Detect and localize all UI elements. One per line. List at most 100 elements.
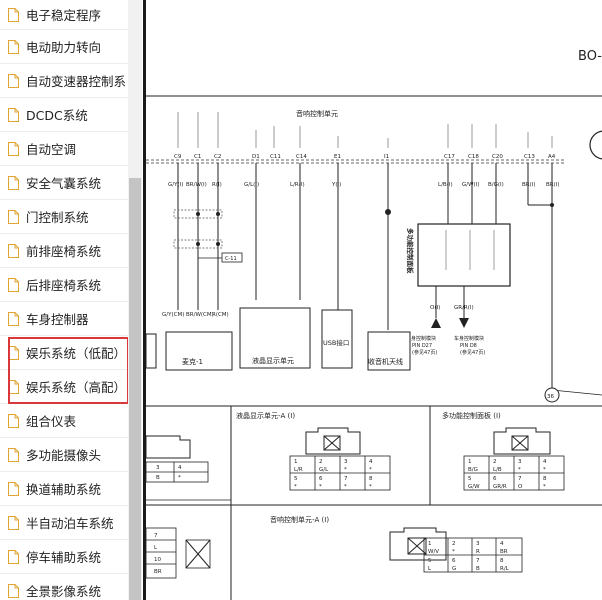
document-icon	[8, 413, 19, 428]
audio-pin: 6	[452, 558, 456, 564]
sidebar-item-bcm[interactable]: 车身控制器	[0, 302, 128, 336]
pin-ref: (参见47页)	[460, 349, 485, 356]
document-icon	[8, 277, 19, 292]
arrow-down-icon	[459, 318, 469, 328]
sidebar-item-label: 组合仪表	[26, 414, 77, 429]
pin-label: C2	[214, 154, 221, 160]
sidebar-item-label: 多功能摄像头	[26, 448, 102, 463]
sidebar-item-semi-auto-parking[interactable]: 半自动泊车系统	[0, 506, 128, 540]
wire-color: L/B(I)	[438, 182, 453, 188]
left-lower-pin: 10	[154, 557, 161, 563]
wire-color: L/R(I)	[290, 182, 305, 188]
sidebar-item-surround-view[interactable]: 全景影像系统	[0, 574, 128, 600]
wire-color: BR/W(I)	[186, 182, 207, 188]
left-lower-pin: L	[154, 545, 158, 551]
lcd-pin: *	[369, 467, 372, 473]
lcd-pin: *	[344, 484, 347, 490]
sidebar-item-eps[interactable]: 电动助力转向	[0, 30, 128, 64]
page-corner-circle	[589, 130, 602, 160]
sidebar-item-label: 停车辅助系统	[26, 550, 102, 565]
audio-pin: BR	[500, 549, 508, 555]
pin-ref: (参见47页)	[412, 349, 437, 356]
left-pin: 3	[156, 465, 160, 471]
document-icon	[8, 175, 19, 190]
sidebar-item-cluster[interactable]: 组合仪表	[0, 404, 128, 438]
document-icon	[8, 107, 19, 122]
pin-label: C14	[296, 154, 307, 160]
lcd-pin: 4	[369, 459, 373, 465]
pin-ref: 车身控制模块	[454, 335, 484, 342]
sidebar-item-climate[interactable]: 自动空调	[0, 132, 128, 166]
sidebar-item-esp[interactable]: 电子稳定程序	[0, 0, 128, 30]
pin-label: C1	[194, 154, 201, 160]
pin-label: C13	[524, 154, 535, 160]
document-icon	[8, 515, 19, 530]
document-icon	[8, 243, 19, 258]
pin-label: A4	[548, 154, 556, 160]
audio-pin: W/V	[428, 549, 439, 555]
mfp-pin: 7	[518, 476, 522, 482]
document-icon	[8, 583, 19, 598]
audio-pin: 2	[452, 541, 456, 547]
pin-label: C17	[444, 154, 455, 160]
wire-color: R(I)	[212, 182, 222, 188]
document-icon	[8, 7, 19, 22]
lcd-pin: 2	[319, 459, 323, 465]
sidebar-item-airbag[interactable]: 安全气囊系统	[0, 166, 128, 200]
lcd-pin: *	[369, 484, 372, 490]
sidebar-item-label: 门控制系统	[26, 210, 89, 225]
panel-divider[interactable]	[143, 0, 146, 600]
conn-title-audio: 音响控制单元-A (I)	[270, 515, 329, 524]
audio-pin: 3	[476, 541, 480, 547]
pin-label: C20	[492, 154, 503, 160]
sidebar-item-door[interactable]: 门控制系统	[0, 200, 128, 234]
sidebar-item-lane-change[interactable]: 换道辅助系统	[0, 472, 128, 506]
document-icon	[8, 549, 19, 564]
wiring-diagram: BO- 音响控制单元 C9 C1 C2 D1 C11 C14 E1 I1 C17…	[146, 0, 602, 600]
sidebar-item-label: 安全气囊系统	[26, 176, 102, 191]
sidebar-item-dcdc[interactable]: DCDC系统	[0, 98, 128, 132]
sidebar-item-parking-assist[interactable]: 停车辅助系统	[0, 540, 128, 574]
sidebar-item-rear-seat[interactable]: 后排座椅系统	[0, 268, 128, 302]
antenna-label: 收音机天线	[368, 357, 403, 366]
sidebar-item-label: 半自动泊车系统	[26, 516, 114, 531]
arrow-up-icon	[431, 318, 441, 328]
mfp-module-label: 多功能控制面板	[406, 228, 415, 274]
document-icon	[8, 481, 19, 496]
document-icon	[8, 39, 19, 54]
pin-ref: 车身控制模块	[406, 335, 436, 342]
sidebar-item-label: 电动助力转向	[26, 40, 102, 55]
page-code: BO-	[578, 49, 602, 64]
sidebar-item-entertainment-low[interactable]: 娱乐系统（低配）	[0, 336, 128, 370]
conn-title-mfp: 多功能控制面板 (I)	[442, 411, 501, 420]
lcd-pin: 1	[294, 459, 298, 465]
lcd-pin: *	[344, 467, 347, 473]
pin-label: E1	[334, 154, 341, 160]
mfp-pin: L/B	[493, 467, 502, 473]
audio-pin: 8	[500, 558, 504, 564]
selection-highlight-box	[8, 337, 128, 404]
sidebar-scrollbar-thumb[interactable]	[129, 178, 141, 600]
left-pin: B	[156, 475, 160, 481]
wire-color: O(I)	[430, 305, 440, 311]
mfp-pin: *	[543, 484, 546, 490]
wire-color: G/Y(CM)	[162, 312, 184, 318]
audio-pin: 7	[476, 558, 480, 564]
wire-color: BR/W(CM)	[186, 312, 214, 318]
pin-ref: PIN D8	[460, 343, 477, 349]
lcd-pin: 8	[369, 476, 373, 482]
mfp-pin: GR/R	[493, 484, 507, 490]
lcd-label: 液晶显示单元	[252, 356, 294, 365]
sidebar-item-camera[interactable]: 多功能摄像头	[0, 438, 128, 472]
lcd-pin: 5	[294, 476, 298, 482]
sidebar-item-transmission[interactable]: 自动变速器控制系	[0, 64, 128, 98]
audio-pin: G	[452, 566, 456, 572]
module-title: 音响控制单元	[296, 109, 338, 118]
pin-label: C18	[468, 154, 479, 160]
sidebar-item-label: 电子稳定程序	[26, 8, 102, 23]
wire-color: Y(I)	[331, 182, 341, 188]
mfp-pin: G/W	[468, 484, 480, 490]
sidebar-item-front-seat[interactable]: 前排座椅系统	[0, 234, 128, 268]
audio-pin: 5	[428, 558, 432, 564]
mfp-pin: 3	[518, 459, 522, 465]
